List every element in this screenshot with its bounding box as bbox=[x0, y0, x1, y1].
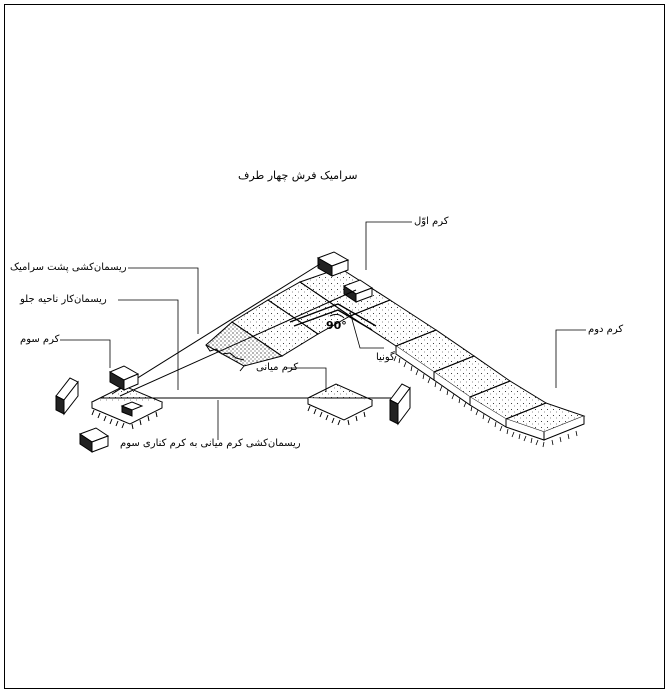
mortar-bed-right bbox=[393, 355, 578, 448]
third-ceramic bbox=[90, 365, 164, 430]
label-string-front: ریسمان‌کار ناحیه جلو bbox=[20, 294, 107, 305]
leader-lines bbox=[60, 221, 586, 440]
label-angle: 90° bbox=[326, 319, 347, 332]
label-string-behind: ریسمان‌کشی پشت سرامیک bbox=[10, 262, 127, 273]
label-middle-ceramic: کرم میانی bbox=[256, 362, 299, 373]
label-second-ceramic: کرم دوم bbox=[588, 324, 624, 335]
loose-blocks bbox=[55, 377, 411, 453]
label-third-ceramic: کرم سوم bbox=[20, 334, 60, 345]
square-tool bbox=[289, 303, 377, 331]
label-square-tool: گونیا bbox=[376, 352, 395, 363]
label-string-middle-to-third: ریسمان‌کشی کرم میانی به کرم کناری سوم bbox=[120, 438, 301, 449]
middle-ceramic bbox=[306, 383, 374, 426]
mortar-patch bbox=[205, 321, 284, 372]
first-ceramic-block bbox=[316, 251, 374, 303]
diagram-frame bbox=[4, 4, 665, 689]
diagram-title: سرامیک فرش چهار طرف bbox=[238, 169, 358, 182]
tile-row-right bbox=[298, 267, 586, 441]
label-first-ceramic: کرم اوّل bbox=[414, 216, 449, 227]
